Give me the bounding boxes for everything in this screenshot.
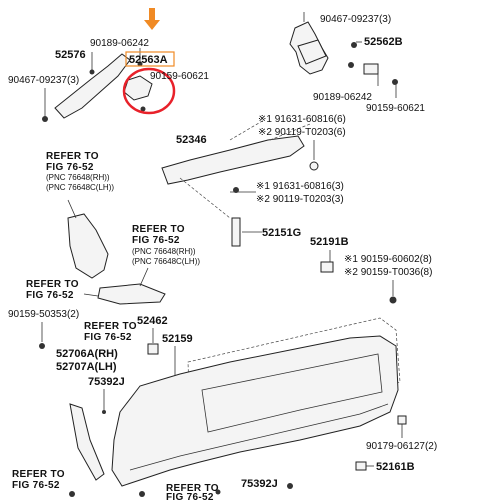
bumper-lower-edge [129, 403, 389, 471]
label-90179: 90179-06127(2) [366, 441, 437, 452]
screw-icon [392, 79, 398, 85]
label-52151G: 52151G [262, 227, 301, 239]
label-91631-a: ※1 91631-60816(6) [258, 114, 346, 125]
side-bracket [67, 213, 109, 279]
lower-bracket [97, 283, 166, 305]
label-90189-top-right: 90189-06242 [313, 92, 372, 103]
retainer-icon [320, 261, 334, 273]
screw-icon [140, 106, 146, 112]
label-52563A: 52563A [129, 54, 168, 66]
reinforcement-52346 [161, 135, 305, 185]
top-left-bracket-group [42, 48, 153, 122]
bracket-rib [297, 39, 327, 65]
label-91631-b: ※1 91631-60816(3) [256, 181, 344, 192]
ref6-line2: FIG 76-52 [166, 492, 214, 500]
ref5-line1: REFER TO [12, 469, 65, 480]
bumper-inner-recess [201, 353, 383, 433]
dashed-line [269, 123, 311, 141]
ref2-line1: REFER TO [132, 224, 185, 235]
ref6-line1: REFER TO [166, 483, 219, 494]
ref1-line2: FIG 76-52 [46, 162, 94, 173]
bumper-cover-group [69, 335, 399, 487]
ref4-line1: REFER TO [84, 321, 137, 332]
bolt-icon [309, 161, 319, 171]
clip-icon [69, 491, 75, 497]
ref4-line2: FIG 76-52 [84, 332, 132, 343]
clip-52462 [147, 343, 159, 355]
label-90189-top-left: 90189-06242 [90, 38, 149, 49]
label-90159-r1: ※1 90159-60602(8) [344, 254, 432, 265]
ref1-line4: (PNC 76648C(LH)) [46, 183, 114, 192]
ref3-line2: FIG 76-52 [26, 290, 74, 301]
label-52161B: 52161B [376, 461, 415, 473]
screw-icon [389, 296, 397, 304]
highlight-arrow-icon [144, 8, 160, 30]
ref2-line4: (PNC 76648C(LH)) [132, 257, 200, 266]
clip-icon [102, 410, 106, 414]
label-90159-top-left: 90159-60621 [150, 71, 209, 82]
clip-icon [139, 491, 145, 497]
side-spacer [69, 403, 105, 481]
label-52191B: 52191B [310, 236, 349, 248]
ref2-line2: FIG 76-52 [132, 235, 180, 246]
bolt-icon [42, 116, 48, 122]
label-90119-a: ※2 90119-T0203(6) [258, 127, 346, 138]
label-90159-top-right: 90159-60621 [366, 103, 425, 114]
bolt-icon [233, 187, 239, 193]
label-90119-b: ※2 90119-T0203(3) [256, 194, 344, 205]
screw-icon [39, 343, 45, 349]
label-90467-left: 90467-09237(3) [8, 75, 79, 86]
label-75392J-b: 75392J [241, 478, 278, 490]
label-90159-50353: 90159-50353(2) [8, 309, 79, 320]
leader-line [83, 293, 99, 297]
label-52576: 52576 [55, 49, 86, 61]
label-52462: 52462 [137, 315, 168, 327]
label-90467-top-right: 90467-09237(3) [320, 14, 391, 25]
bolt-icon [351, 42, 357, 48]
label-52562B: 52562B [364, 36, 403, 48]
ref3-line1: REFER TO [26, 279, 79, 290]
label-90159-r2: ※2 90159-T0036(8) [344, 267, 432, 278]
reinforcement-group [161, 119, 319, 219]
top-right-bracket-group [289, 12, 398, 98]
clip-icon [348, 62, 354, 68]
dashed-line [179, 177, 231, 219]
ref1-line1: REFER TO [46, 151, 99, 162]
ref5-line2: FIG 76-52 [12, 480, 60, 491]
bolt-icon [89, 69, 95, 75]
leader-line [67, 199, 77, 219]
clip-icon [397, 415, 407, 425]
ref1-line3: (PNC 76648(RH)) [46, 173, 110, 182]
nut-icon [363, 63, 379, 75]
bolt-icon [137, 61, 143, 67]
highlight-circle [122, 67, 176, 115]
label-52159: 52159 [162, 333, 193, 345]
clip-icon [287, 483, 293, 489]
retainer-icon [355, 461, 367, 471]
ref2-line3: (PNC 76648(RH)) [132, 247, 196, 256]
label-75392J-a: 75392J [88, 376, 125, 388]
bumper-cover-52159 [111, 335, 399, 487]
label-52706A: 52706A(RH) [56, 348, 118, 360]
leader-line [139, 267, 149, 287]
highlight-box [125, 51, 175, 67]
bracket-52576 [54, 53, 131, 119]
bracket-52151G [231, 217, 241, 247]
label-52707A: 52707A(LH) [56, 361, 117, 373]
label-52346: 52346 [176, 134, 207, 146]
clip-icon [215, 489, 221, 495]
dashed-line [229, 119, 265, 141]
